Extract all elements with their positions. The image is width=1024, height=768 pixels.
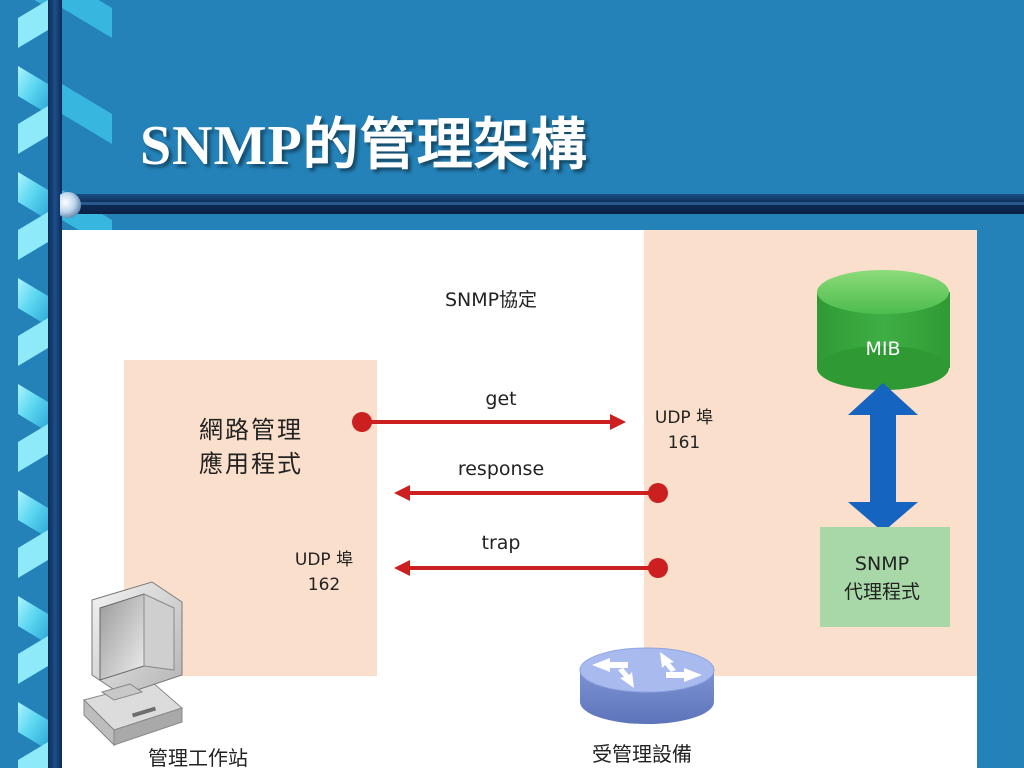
manager-app-line2: 應用程式 bbox=[199, 450, 303, 478]
database-icon bbox=[817, 270, 950, 390]
agent-udp-number: 161 bbox=[667, 433, 701, 453]
get-arrow bbox=[352, 412, 626, 432]
snmp-agent-line2: 代理程式 bbox=[843, 581, 921, 603]
slide-title-latin: SNMP bbox=[140, 115, 303, 177]
workstation-caption: 管理工作站 bbox=[148, 746, 248, 768]
slide-title: SNMP的管理架構 bbox=[140, 100, 588, 181]
title-divider-bar bbox=[60, 192, 1024, 218]
mib-label: MIB bbox=[865, 338, 901, 360]
manager-udp-text: UDP 埠 bbox=[294, 550, 354, 570]
trap-label: trap bbox=[481, 532, 521, 554]
response-label: response bbox=[457, 458, 545, 480]
snmp-agent-box bbox=[820, 527, 950, 627]
router-icon bbox=[579, 647, 715, 724]
slide-title-cjk: 的管理架構 bbox=[302, 115, 588, 177]
snmp-architecture-diagram: SNMP協定 網路管理 應用程式 UDP 埠 162 UDP 埠 161 get… bbox=[62, 230, 977, 768]
trap-arrow bbox=[394, 558, 668, 578]
manager-udp-number: 162 bbox=[307, 575, 341, 595]
agent-udp-port-label: UDP 埠 161 bbox=[655, 406, 713, 456]
response-arrow bbox=[394, 483, 668, 503]
workstation-icon bbox=[83, 581, 183, 747]
diagram-graphics bbox=[83, 270, 950, 747]
snmp-agent-line1: SNMP bbox=[854, 553, 910, 575]
managed-device-caption: 受管理設備 bbox=[592, 742, 692, 766]
snmp-agent-label: SNMP 代理程式 bbox=[844, 550, 920, 606]
mib-agent-double-arrow bbox=[848, 383, 918, 532]
protocol-label: SNMP協定 bbox=[444, 289, 538, 311]
manager-udp-port-label: UDP 埠 162 bbox=[295, 548, 353, 598]
manager-app-label: 網路管理 應用程式 bbox=[199, 413, 303, 481]
manager-app-line1: 網路管理 bbox=[199, 416, 303, 444]
get-label: get bbox=[485, 388, 517, 410]
agent-udp-text: UDP 埠 bbox=[654, 408, 714, 428]
